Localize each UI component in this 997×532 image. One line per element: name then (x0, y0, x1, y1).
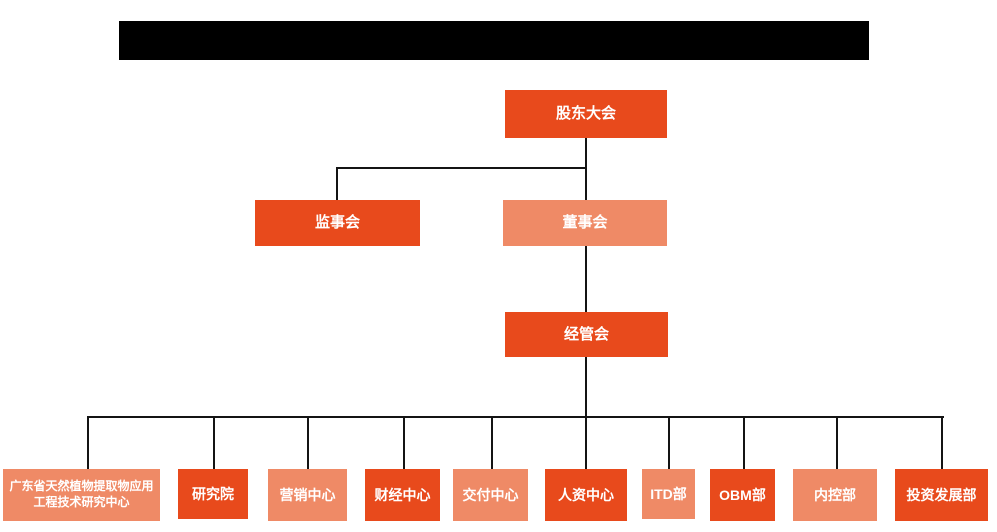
node-dept-investment-development: 投资发展部 (895, 469, 988, 521)
node-label: 财经中心 (374, 486, 431, 503)
connector-stub-obm (743, 416, 745, 469)
node-label: 内控部 (814, 486, 856, 503)
node-label: OBM部 (719, 486, 766, 503)
node-board-of-directors: 董事会 (503, 200, 667, 246)
node-dept-marketing-center: 营销中心 (268, 469, 347, 521)
node-shareholders-meeting: 股东大会 (505, 90, 667, 138)
node-label: 人资中心 (558, 486, 614, 503)
redacted-title-bar (119, 21, 869, 60)
node-management-committee: 经管会 (505, 312, 668, 357)
connector-level2-horizontal (336, 167, 587, 169)
node-label: 交付中心 (462, 486, 519, 503)
connector-stub-finance-center (403, 416, 405, 469)
connector-stub-internal-control (836, 416, 838, 469)
node-dept-research-institute: 研究院 (178, 469, 248, 519)
connector-stub-itd (668, 416, 670, 469)
connector-board-drop (585, 167, 587, 200)
connector-department-bus (87, 416, 944, 418)
node-dept-research-center: 广东省天然植物提取物应用工程技术研究中心 (3, 469, 160, 521)
node-dept-itd: ITD部 (642, 469, 695, 519)
node-label: 监事会 (314, 214, 360, 232)
node-dept-hr-center: 人资中心 (545, 469, 627, 521)
node-label: 投资发展部 (906, 486, 977, 503)
connector-board-to-management (585, 246, 587, 312)
node-label: 研究院 (192, 485, 234, 502)
connector-management-to-bus (585, 357, 587, 418)
node-label: ITD部 (650, 485, 687, 502)
connector-shareholders-down (585, 138, 587, 168)
connector-stub-research-institute (213, 416, 215, 469)
node-label: 经管会 (563, 325, 609, 343)
node-label: 股东大会 (555, 105, 616, 123)
connector-stub-marketing-center (307, 416, 309, 469)
node-dept-delivery-center: 交付中心 (453, 469, 528, 521)
connector-stub-hr-center (585, 416, 587, 469)
node-dept-finance-center: 财经中心 (365, 469, 440, 521)
connector-stub-research-center (87, 416, 89, 469)
node-dept-internal-control: 内控部 (793, 469, 877, 521)
node-dept-obm: OBM部 (710, 469, 775, 521)
connector-stub-delivery-center (491, 416, 493, 469)
connector-supervisory-drop (336, 167, 338, 200)
connector-stub-investment-development (941, 416, 943, 469)
node-label: 董事会 (562, 214, 608, 232)
node-label: 广东省天然植物提取物应用工程技术研究中心 (9, 479, 154, 509)
node-label: 营销中心 (279, 486, 336, 503)
node-supervisory-board: 监事会 (255, 200, 420, 246)
